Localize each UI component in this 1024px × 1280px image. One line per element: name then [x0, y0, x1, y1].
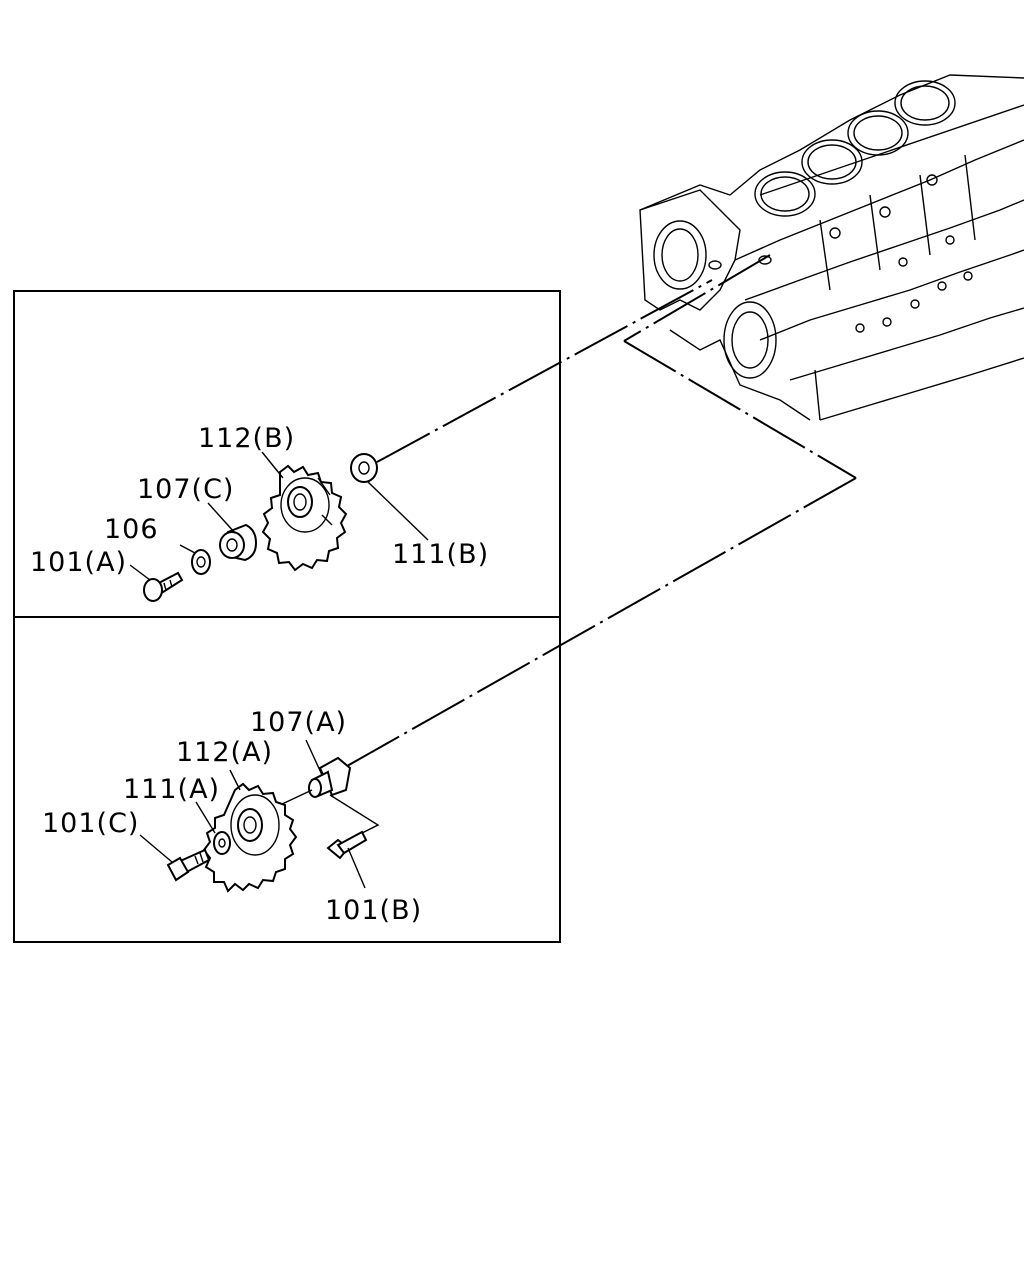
gear-112b: [261, 464, 348, 572]
label-washer-111b: 111(B): [392, 539, 489, 570]
label-washer-106: 106: [104, 514, 159, 545]
label-washer-111a: 111(A): [123, 774, 220, 805]
lower-detail-frame: [13, 616, 561, 943]
engine-block: [639, 74, 1024, 421]
label-bolt-101b: 101(B): [325, 895, 422, 926]
shaft-107a: [279, 756, 352, 806]
washer-111a: [213, 831, 231, 855]
label-gear-112b: 112(B): [198, 423, 295, 454]
label-shaft-107a: 107(A): [250, 707, 347, 738]
label-gear-112a: 112(A): [176, 737, 273, 768]
gear-112a: [202, 782, 298, 893]
washer-106: [191, 549, 211, 575]
label-bolt-101a: 101(A): [30, 547, 127, 578]
bolt-101b: [326, 830, 368, 860]
reference-lines: [339, 254, 857, 771]
bolt-101c: [166, 848, 211, 882]
bolt-101a: [143, 571, 184, 602]
shaft-107c: [219, 523, 258, 562]
label-shaft-107c: 107(C): [137, 474, 234, 505]
washer-111b: [350, 453, 378, 483]
label-bolt-101c: 101(C): [42, 808, 139, 839]
